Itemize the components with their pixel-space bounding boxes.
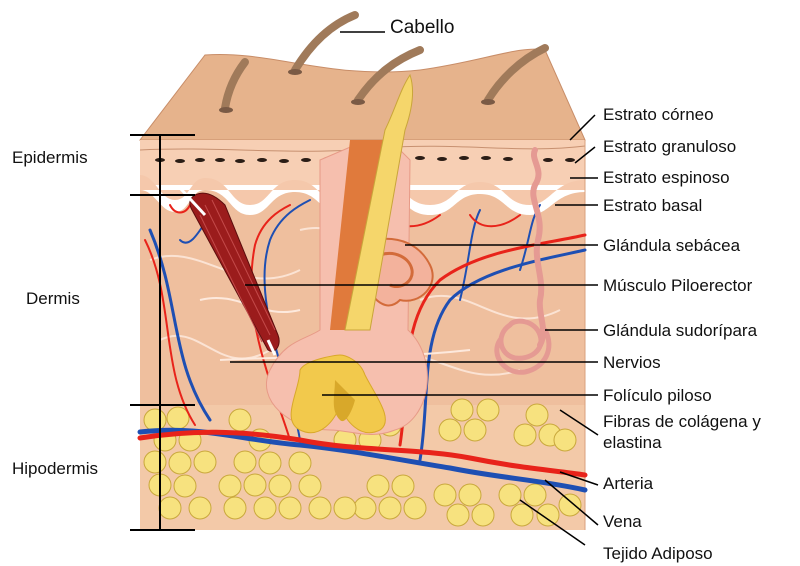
label-hair: Cabello (390, 17, 454, 38)
label-stratum-corneum: Estrato córneo (603, 105, 714, 124)
label-artery: Arteria (603, 474, 654, 493)
label-fibers-line2: elastina (603, 433, 662, 452)
label-hair-follicle: Folículo piloso (603, 386, 712, 405)
label-sebaceous-gland: Glándula sebácea (603, 236, 741, 255)
label-nerves: Nervios (603, 353, 661, 372)
label-epidermis: Epidermis (12, 148, 88, 167)
label-vein: Vena (603, 512, 642, 531)
label-sweat-gland: Glándula sudorípara (603, 321, 758, 340)
label-stratum-basale: Estrato basal (603, 196, 702, 215)
label-adipose: Tejido Adiposo (603, 544, 713, 563)
label-arrector-muscle: Músculo Piloerector (603, 276, 753, 295)
label-dermis: Dermis (26, 289, 80, 308)
label-stratum-spinosum: Estrato espinoso (603, 168, 730, 187)
label-hypodermis: Hipodermis (12, 459, 98, 478)
label-stratum-granulosum: Estrato granuloso (603, 137, 736, 156)
label-fibers-line1: Fibras de colágena y (603, 412, 761, 431)
